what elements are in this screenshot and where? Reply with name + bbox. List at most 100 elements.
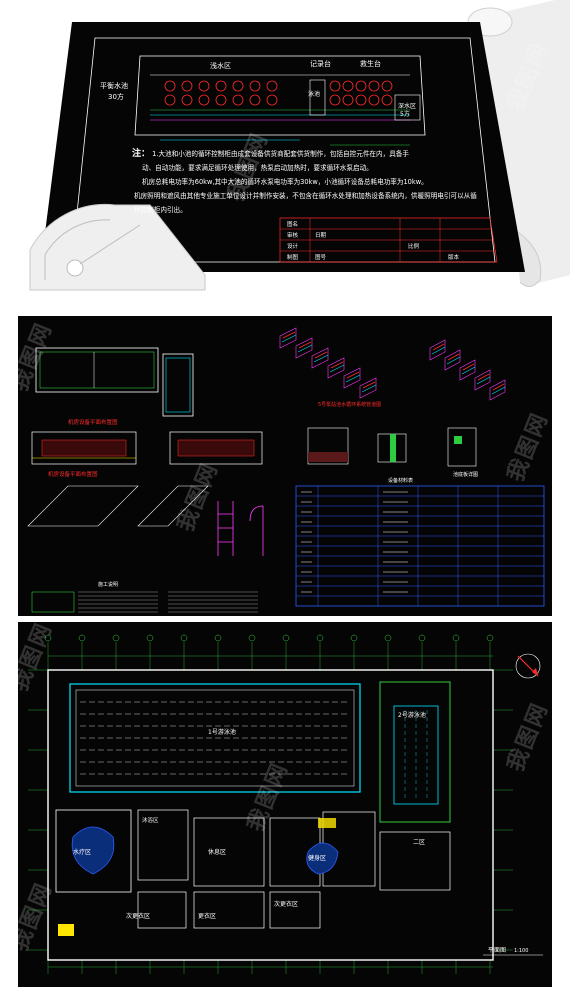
plan-box: [309, 79, 326, 116]
black-sheet: [40, 22, 525, 272]
small-pool-plan: [162, 353, 194, 417]
room-spa: [55, 809, 132, 893]
grid-bubble: [44, 634, 52, 642]
iso-step: [429, 339, 446, 361]
floor-plan-svg: 1号游泳池 2号游泳池 水疗区 沐浴区 休息区 健身区 二区 次更衣区 更衣区 …: [28, 634, 543, 974]
pump-symbol: [164, 94, 176, 106]
plan-scale: 1:100: [514, 948, 528, 954]
iso-pipe: [491, 386, 506, 395]
pump-symbol: [355, 94, 367, 106]
small-pool-lanes: [404, 710, 428, 800]
iso-pipe: [477, 373, 490, 381]
pump-symbol: [266, 94, 278, 106]
pump-row: [164, 80, 393, 106]
iso-step: [279, 327, 297, 349]
iso-pipe: [330, 361, 344, 369]
label-pool-area: 平衡水池: [100, 81, 128, 90]
caption-plan-1: 机房设备平面布置图: [68, 418, 118, 426]
title-block-cell-c: 比例: [408, 242, 420, 250]
big-pool: [69, 683, 361, 793]
pump-symbol: [164, 80, 176, 92]
grid-bubble: [248, 634, 256, 642]
label-gym: 健身区: [308, 854, 326, 862]
pool-lanes: [80, 701, 350, 775]
title-block-row1: 图名: [287, 220, 298, 228]
plan-title: 平面图: [488, 947, 506, 954]
iso-pipe: [345, 374, 361, 383]
pump-symbol: [232, 80, 244, 92]
pool-perspective-2: [137, 485, 209, 527]
label-small-pool: 2号游泳池: [398, 711, 426, 719]
pump-symbol: [181, 94, 193, 106]
plan-box: [394, 94, 421, 121]
small-pool-inner: [393, 705, 439, 805]
step-section-3-fill: [454, 436, 462, 444]
grid-bubble: [112, 634, 120, 642]
iso-pipe: [362, 381, 376, 389]
iso-step: [327, 357, 345, 379]
iso-pipe: [329, 364, 345, 373]
pump-symbol: [249, 94, 261, 106]
drawing-sheet-panel: 浅水区 记录台 救生台 平衡水池 30方 泳池 深水区 5方 图名 审核 设计 …: [0, 0, 570, 310]
grid-bubble: [180, 634, 188, 642]
spa-pool-right: [306, 842, 339, 875]
iso-pipe: [432, 343, 445, 351]
grid-bubble: [214, 634, 222, 642]
iso-pipe: [282, 331, 296, 339]
ladder-handrail: [249, 505, 264, 556]
spa-pool-shape: [71, 826, 115, 875]
outer-walls: [47, 669, 494, 961]
iso-pipe: [431, 346, 446, 355]
title-block: [279, 217, 498, 263]
label-locker-left: 次更衣区: [126, 912, 150, 920]
pump-symbol: [232, 94, 244, 106]
caption-plan-2: 机房设备平面布置图: [48, 470, 98, 478]
iso-pipe: [313, 354, 329, 363]
iso-step: [343, 367, 361, 389]
iso-pipe: [462, 363, 475, 371]
section-detail: [31, 591, 75, 613]
small-pool: [379, 681, 451, 823]
grid-bubble: [282, 634, 290, 642]
paper-roll-curl: [514, 229, 542, 287]
grid-bubble: [78, 634, 86, 642]
drawing-sheet-svg: 浅水区 记录台 救生台 平衡水池 30方 泳池 深水区 5方 图名 审核 设计 …: [29, 0, 570, 291]
floor-plan-panel: 1号游泳池 2号游泳池 水疗区 沐浴区 休息区 健身区 二区 次更衣区 更衣区 …: [18, 622, 552, 987]
iso-pipe: [492, 383, 505, 391]
iso-step: [295, 337, 313, 359]
equipment-table: [295, 485, 545, 607]
grid-bubble: [146, 634, 154, 642]
stair-highlight: [58, 924, 74, 936]
caption-isometric: 5号泵站池水循环系统管道图: [318, 401, 381, 408]
pump-symbol: [329, 80, 341, 92]
detail-drawings-svg: 机房设备平面布置图 机房设备平面布置图 施工说明 5号泵站池水循环系统管道图 池…: [27, 327, 545, 613]
label-changing-right: 二区: [413, 839, 425, 846]
pump-symbol: [329, 94, 341, 106]
ladder-detail: [217, 501, 234, 556]
label-water-zone: 水疗区: [73, 848, 91, 856]
step-section-3: [447, 427, 477, 467]
machine-room-equipment-2: [177, 439, 255, 457]
notes-line1: 1.大池和小池的循环控制柜由成套设备供货商配套供货制作，包括自控元件在内，具备手: [152, 150, 409, 158]
pump-symbol: [342, 94, 354, 106]
iso-pipe: [297, 344, 313, 353]
room-locker-right-2: [269, 891, 321, 929]
room-changing-left: [137, 809, 189, 881]
iso-pipe: [361, 384, 377, 393]
label-records: 记录台: [310, 59, 331, 68]
iso-step: [444, 349, 461, 371]
machine-room-equipment-1: [41, 439, 127, 457]
iso-step: [489, 379, 506, 401]
notes-line4: 机房照明和遮风由其他专业施工单位设计并制作安装，不包含在循环水处理和加热设备系统…: [134, 192, 477, 200]
pump-symbol: [198, 80, 210, 92]
pool-plan-outline: [35, 347, 159, 393]
label-big-pool: 1号游泳池: [208, 728, 236, 736]
pump-symbol: [266, 80, 278, 92]
grid-bubble: [350, 634, 358, 642]
pump-symbol: [181, 80, 193, 92]
room-changing-right: [379, 831, 451, 891]
pump-symbol: [355, 80, 367, 92]
iso-step: [359, 377, 377, 399]
step-section-2-fill: [390, 434, 396, 462]
iso-pipe: [447, 353, 460, 361]
